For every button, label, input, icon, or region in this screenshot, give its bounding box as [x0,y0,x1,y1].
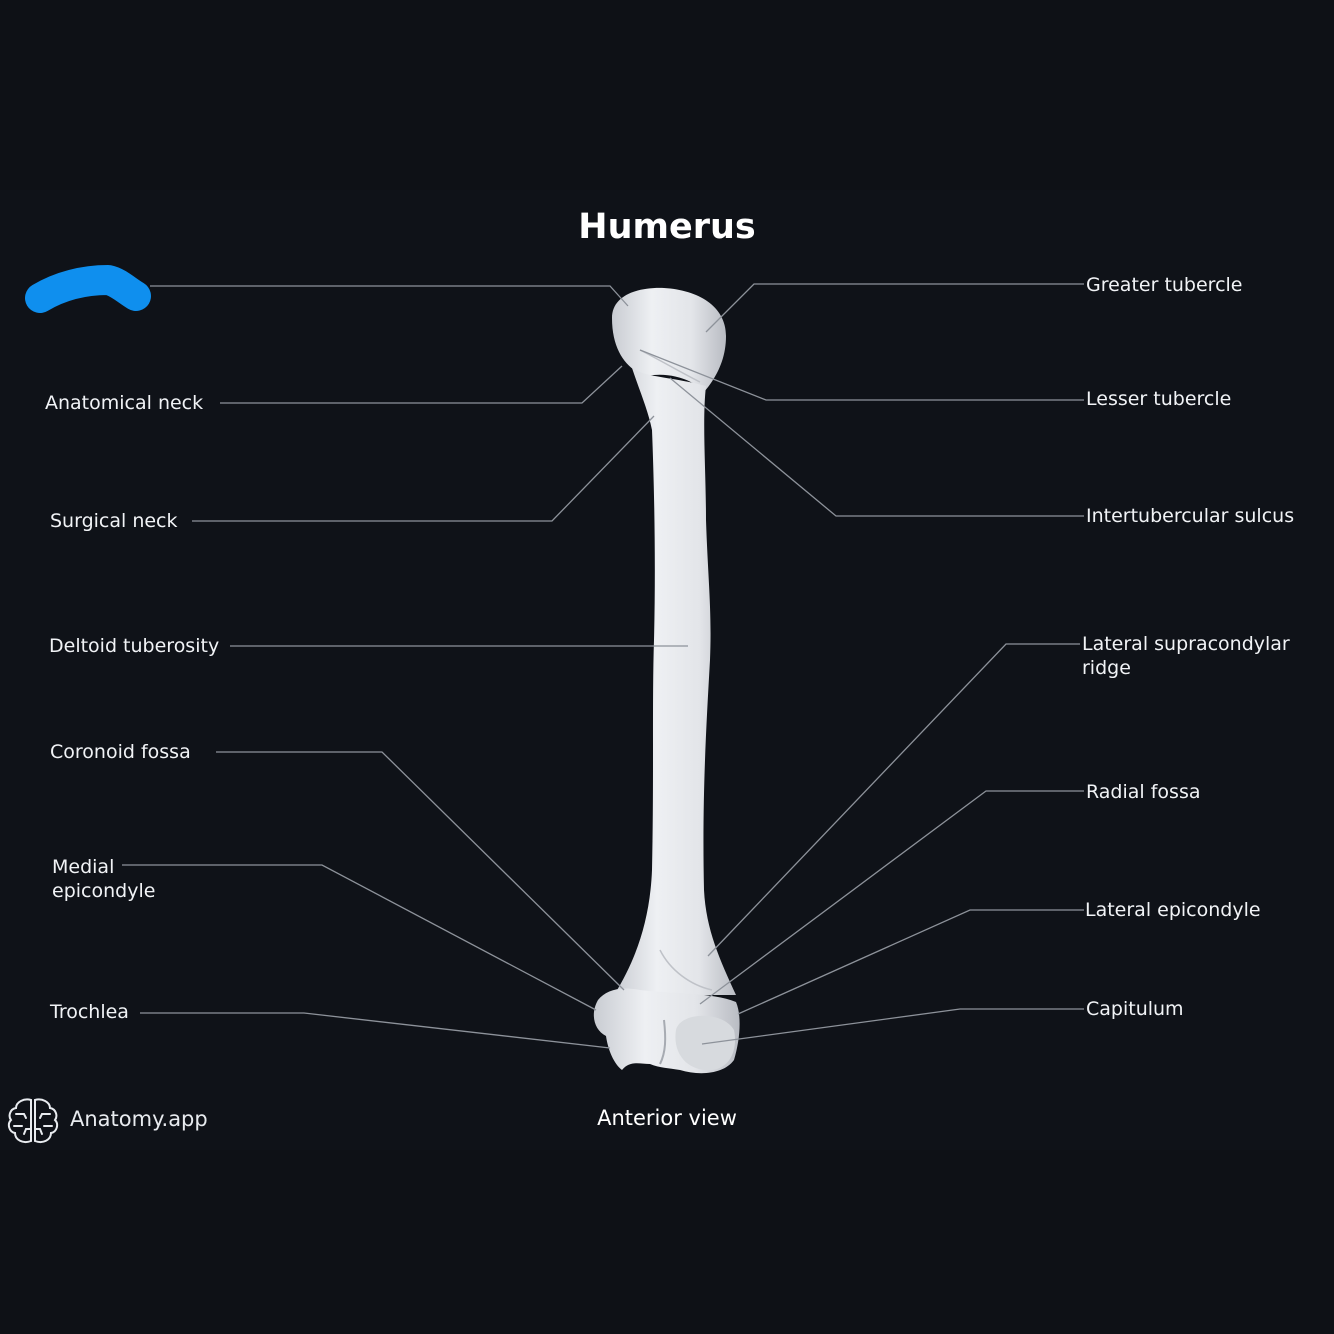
leader-anatomical-neck [220,366,622,403]
leader-radial-fossa [700,791,1084,1004]
label-medial-epicondyle-line1: Medial [52,855,155,879]
label-greater-tubercle: Greater tubercle [1086,273,1243,297]
leader-intertubercular-sulcus [670,378,1084,516]
leader-capitulum [702,1009,1084,1044]
label-medial-epicondyle: Medial epicondyle [52,855,155,903]
label-intertubercular-sulcus: Intertubercular sulcus [1086,504,1294,528]
label-lesser-tubercle: Lesser tubercle [1086,387,1231,411]
humerus-bone [594,288,740,1073]
leader-lateral-supracondylar-ridge [708,644,1080,956]
label-anatomical-neck: Anatomical neck [45,391,203,415]
label-lateral-epicondyle: Lateral epicondyle [1085,898,1261,922]
label-lateral-supracondylar-ridge: Lateral supracondylar ridge [1082,632,1290,680]
label-lateral-supracondylar-ridge-line1: Lateral supracondylar [1082,632,1290,656]
brain-icon [6,1096,60,1146]
leader-surgical-neck [192,416,654,521]
label-medial-epicondyle-line2: epicondyle [52,879,155,903]
leader-coronoid-fossa [216,752,624,990]
leader-trochlea [140,1013,610,1048]
leader-greater-tubercle [706,284,1084,332]
leader-lateral-epicondyle [738,910,1084,1014]
label-surgical-neck: Surgical neck [50,509,178,533]
label-lateral-supracondylar-ridge-line2: ridge [1082,656,1290,680]
label-capitulum: Capitulum [1086,997,1184,1021]
label-trochlea: Trochlea [50,1000,129,1024]
label-coronoid-fossa: Coronoid fossa [50,740,191,764]
leader-highlight [150,286,628,306]
label-deltoid-tuberosity: Deltoid tuberosity [49,634,219,658]
diagram-title: Humerus [0,207,1334,247]
highlight-marker [40,280,136,298]
brand-name: Anatomy.app [70,1107,208,1131]
leader-medial-epicondyle [122,865,596,1010]
humerus-head [612,288,726,392]
humerus-shaft [614,368,736,995]
label-radial-fossa: Radial fossa [1086,780,1200,804]
